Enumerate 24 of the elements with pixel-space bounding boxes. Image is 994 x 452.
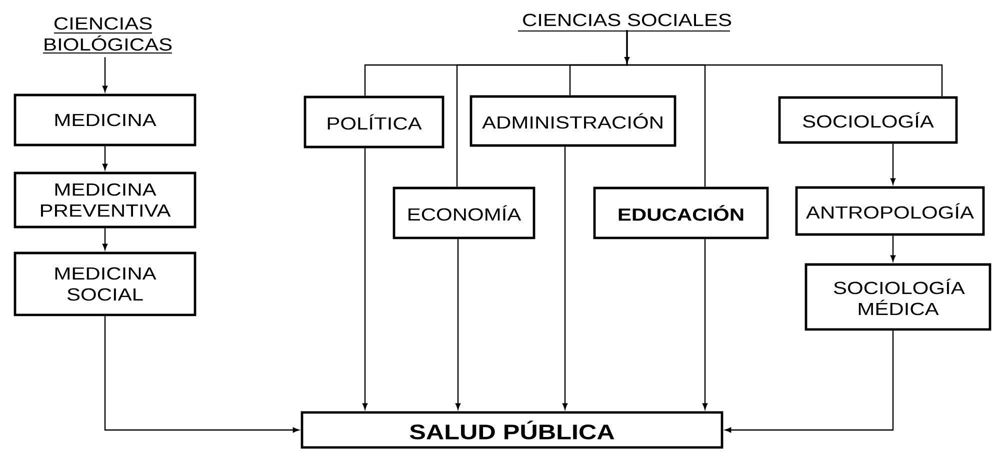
arrow [362,148,368,410]
process-box: ADMINISTRACIÓN [470,95,676,147]
arrow [562,146,568,410]
process-box: SOCIOLOGÍA MÉDICA [804,263,992,331]
process-box: SALUD PÚBLICA [300,411,724,449]
process-box: ECONOMÍA [392,186,536,240]
heading-text: CIENCIAS SOCIALES [523,14,732,26]
arrow [702,239,708,410]
arrow [104,316,299,433]
process-box: ANTROPOLOGÍA [795,186,985,236]
process-box: POLÍTICA [304,96,444,148]
arrow [455,239,461,410]
arrow [102,228,108,250]
heading-text: CIENCIAS BIOLÓGICAS [44,17,172,51]
process-box: MEDICINA [14,94,196,146]
process-box: SOCIOLOGÍA [778,96,958,144]
arrow [102,57,108,92]
process-box: EDUCACIÓN [593,186,769,240]
process-box: MEDICINA SOCIAL [14,252,196,316]
arrow [890,236,896,262]
arrow [890,144,896,184]
arrow [725,330,894,433]
process-box: MEDICINA PREVENTIVA [14,172,196,228]
arrow [102,146,108,170]
